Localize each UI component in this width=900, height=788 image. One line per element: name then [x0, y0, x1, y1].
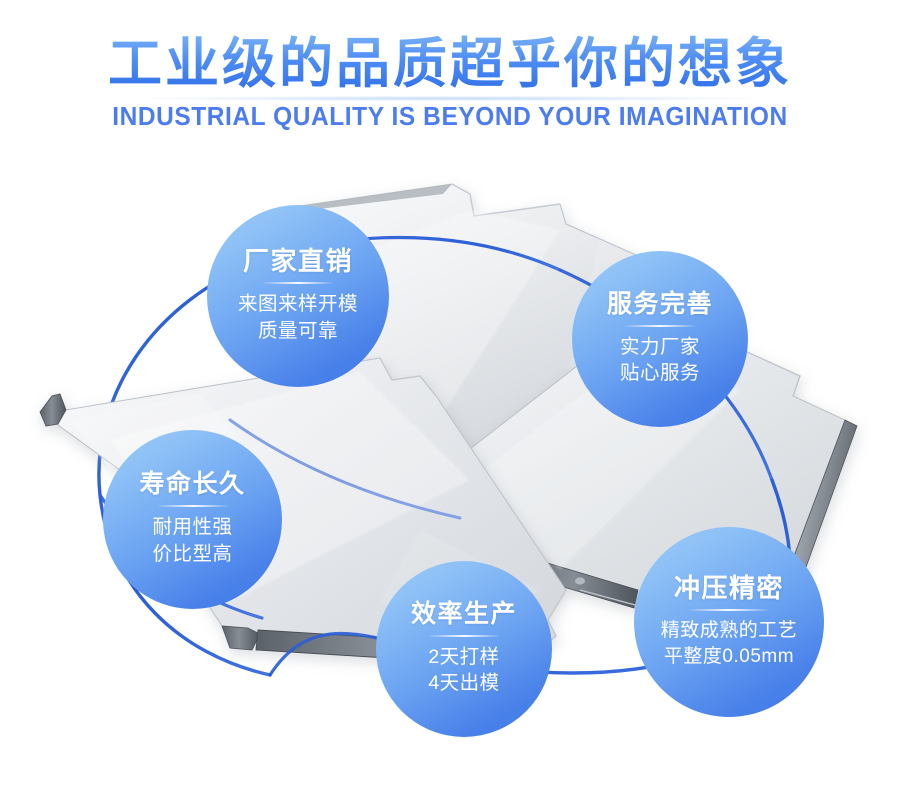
- feature-bubble-factory-direct[interactable]: 厂家直销 来图来样开模 质量可靠: [207, 205, 389, 387]
- feature-bubble-efficient-production[interactable]: 效率生产 2天打样 4天出模: [376, 561, 552, 737]
- feature-title: 冲压精密: [673, 573, 784, 604]
- feature-line-1: 2天打样: [428, 645, 500, 668]
- feature-title: 服务完善: [606, 289, 713, 318]
- feature-title: 效率生产: [410, 599, 517, 628]
- feature-divider: [157, 505, 228, 508]
- title-glow-divider: [150, 96, 750, 101]
- feature-line-2: 贴心服务: [619, 362, 700, 384]
- feature-divider: [689, 609, 769, 612]
- feature-line-1: 精致成熟的工艺: [660, 620, 798, 642]
- header: 工业级的品质超乎你的想象 INDUSTRIAL QUALITY IS BEYON…: [0, 0, 900, 132]
- feature-line-2: 质量可靠: [257, 319, 338, 342]
- feature-line-1: 耐用性强: [152, 516, 233, 539]
- feature-line-1: 实力厂家: [619, 335, 700, 358]
- feature-line-2: 4天出模: [428, 672, 500, 694]
- feature-title: 厂家直销: [242, 246, 353, 277]
- feature-bubble-complete-service[interactable]: 服务完善 实力厂家 贴心服务: [572, 251, 748, 427]
- feature-divider: [625, 324, 695, 327]
- feature-line-1: 来图来样开模: [237, 293, 358, 316]
- feature-line-2: 平整度0.05mm: [663, 645, 795, 667]
- feature-title: 寿命长久: [139, 470, 246, 499]
- feature-line-2: 价比型高: [152, 542, 233, 565]
- feature-divider: [429, 634, 499, 637]
- page-title: 工业级的品质超乎你的想象: [0, 0, 900, 94]
- feature-bubble-precision-stamping[interactable]: 冲压精密 精致成熟的工艺 平整度0.05mm: [634, 527, 824, 717]
- page-subtitle: INDUSTRIAL QUALITY IS BEYOND YOUR IMAGIN…: [112, 103, 788, 132]
- feature-bubble-long-life[interactable]: 寿命长久 耐用性强 价比型高: [103, 430, 282, 609]
- feature-divider: [263, 282, 333, 285]
